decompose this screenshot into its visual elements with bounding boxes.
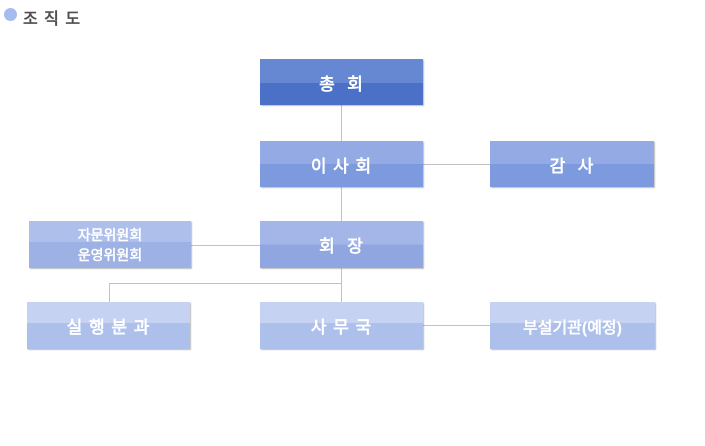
node-label: 사 무 국 (310, 318, 373, 337)
node-secretariat: 사 무 국 (260, 302, 423, 349)
node-chairman: 회 장 (260, 221, 423, 268)
page-title: 조 직 도 (23, 11, 82, 28)
bullet-icon (4, 8, 17, 21)
node-label: 자문위원회 운영위원회 (78, 225, 142, 265)
connector-chairman-secretariat (341, 268, 342, 302)
node-label: 이 사 회 (310, 156, 373, 176)
connector-board-chairman (341, 187, 342, 221)
node-executive-subcommittee: 실 행 분 과 (27, 302, 190, 349)
node-label: 부설기관(예정) (523, 319, 622, 337)
page-header: 조 직 도 (0, 0, 705, 32)
node-label: 총 회 (319, 74, 364, 94)
connector-board-auditor (423, 164, 490, 165)
node-committees: 자문위원회 운영위원회 (29, 221, 191, 268)
node-label: 회 장 (319, 237, 364, 256)
connector-secretariat-affiliate (423, 325, 490, 326)
node-affiliated-institution: 부설기관(예정) (490, 302, 655, 349)
node-label: 감 사 (549, 156, 595, 176)
connector-branch-subcommittee (109, 283, 110, 302)
node-board-of-directors: 이 사 회 (260, 141, 423, 187)
node-label: 실 행 분 과 (66, 318, 151, 337)
connector-branch-horizontal (109, 283, 342, 284)
node-auditor: 감 사 (490, 141, 654, 187)
connector-committees-chairman (191, 245, 260, 246)
connector-assembly-board (341, 105, 342, 141)
node-general-assembly: 총 회 (260, 59, 423, 105)
committee-line-1: 자문위원회 (77, 226, 143, 243)
committee-line-2: 운영위원회 (77, 246, 143, 263)
